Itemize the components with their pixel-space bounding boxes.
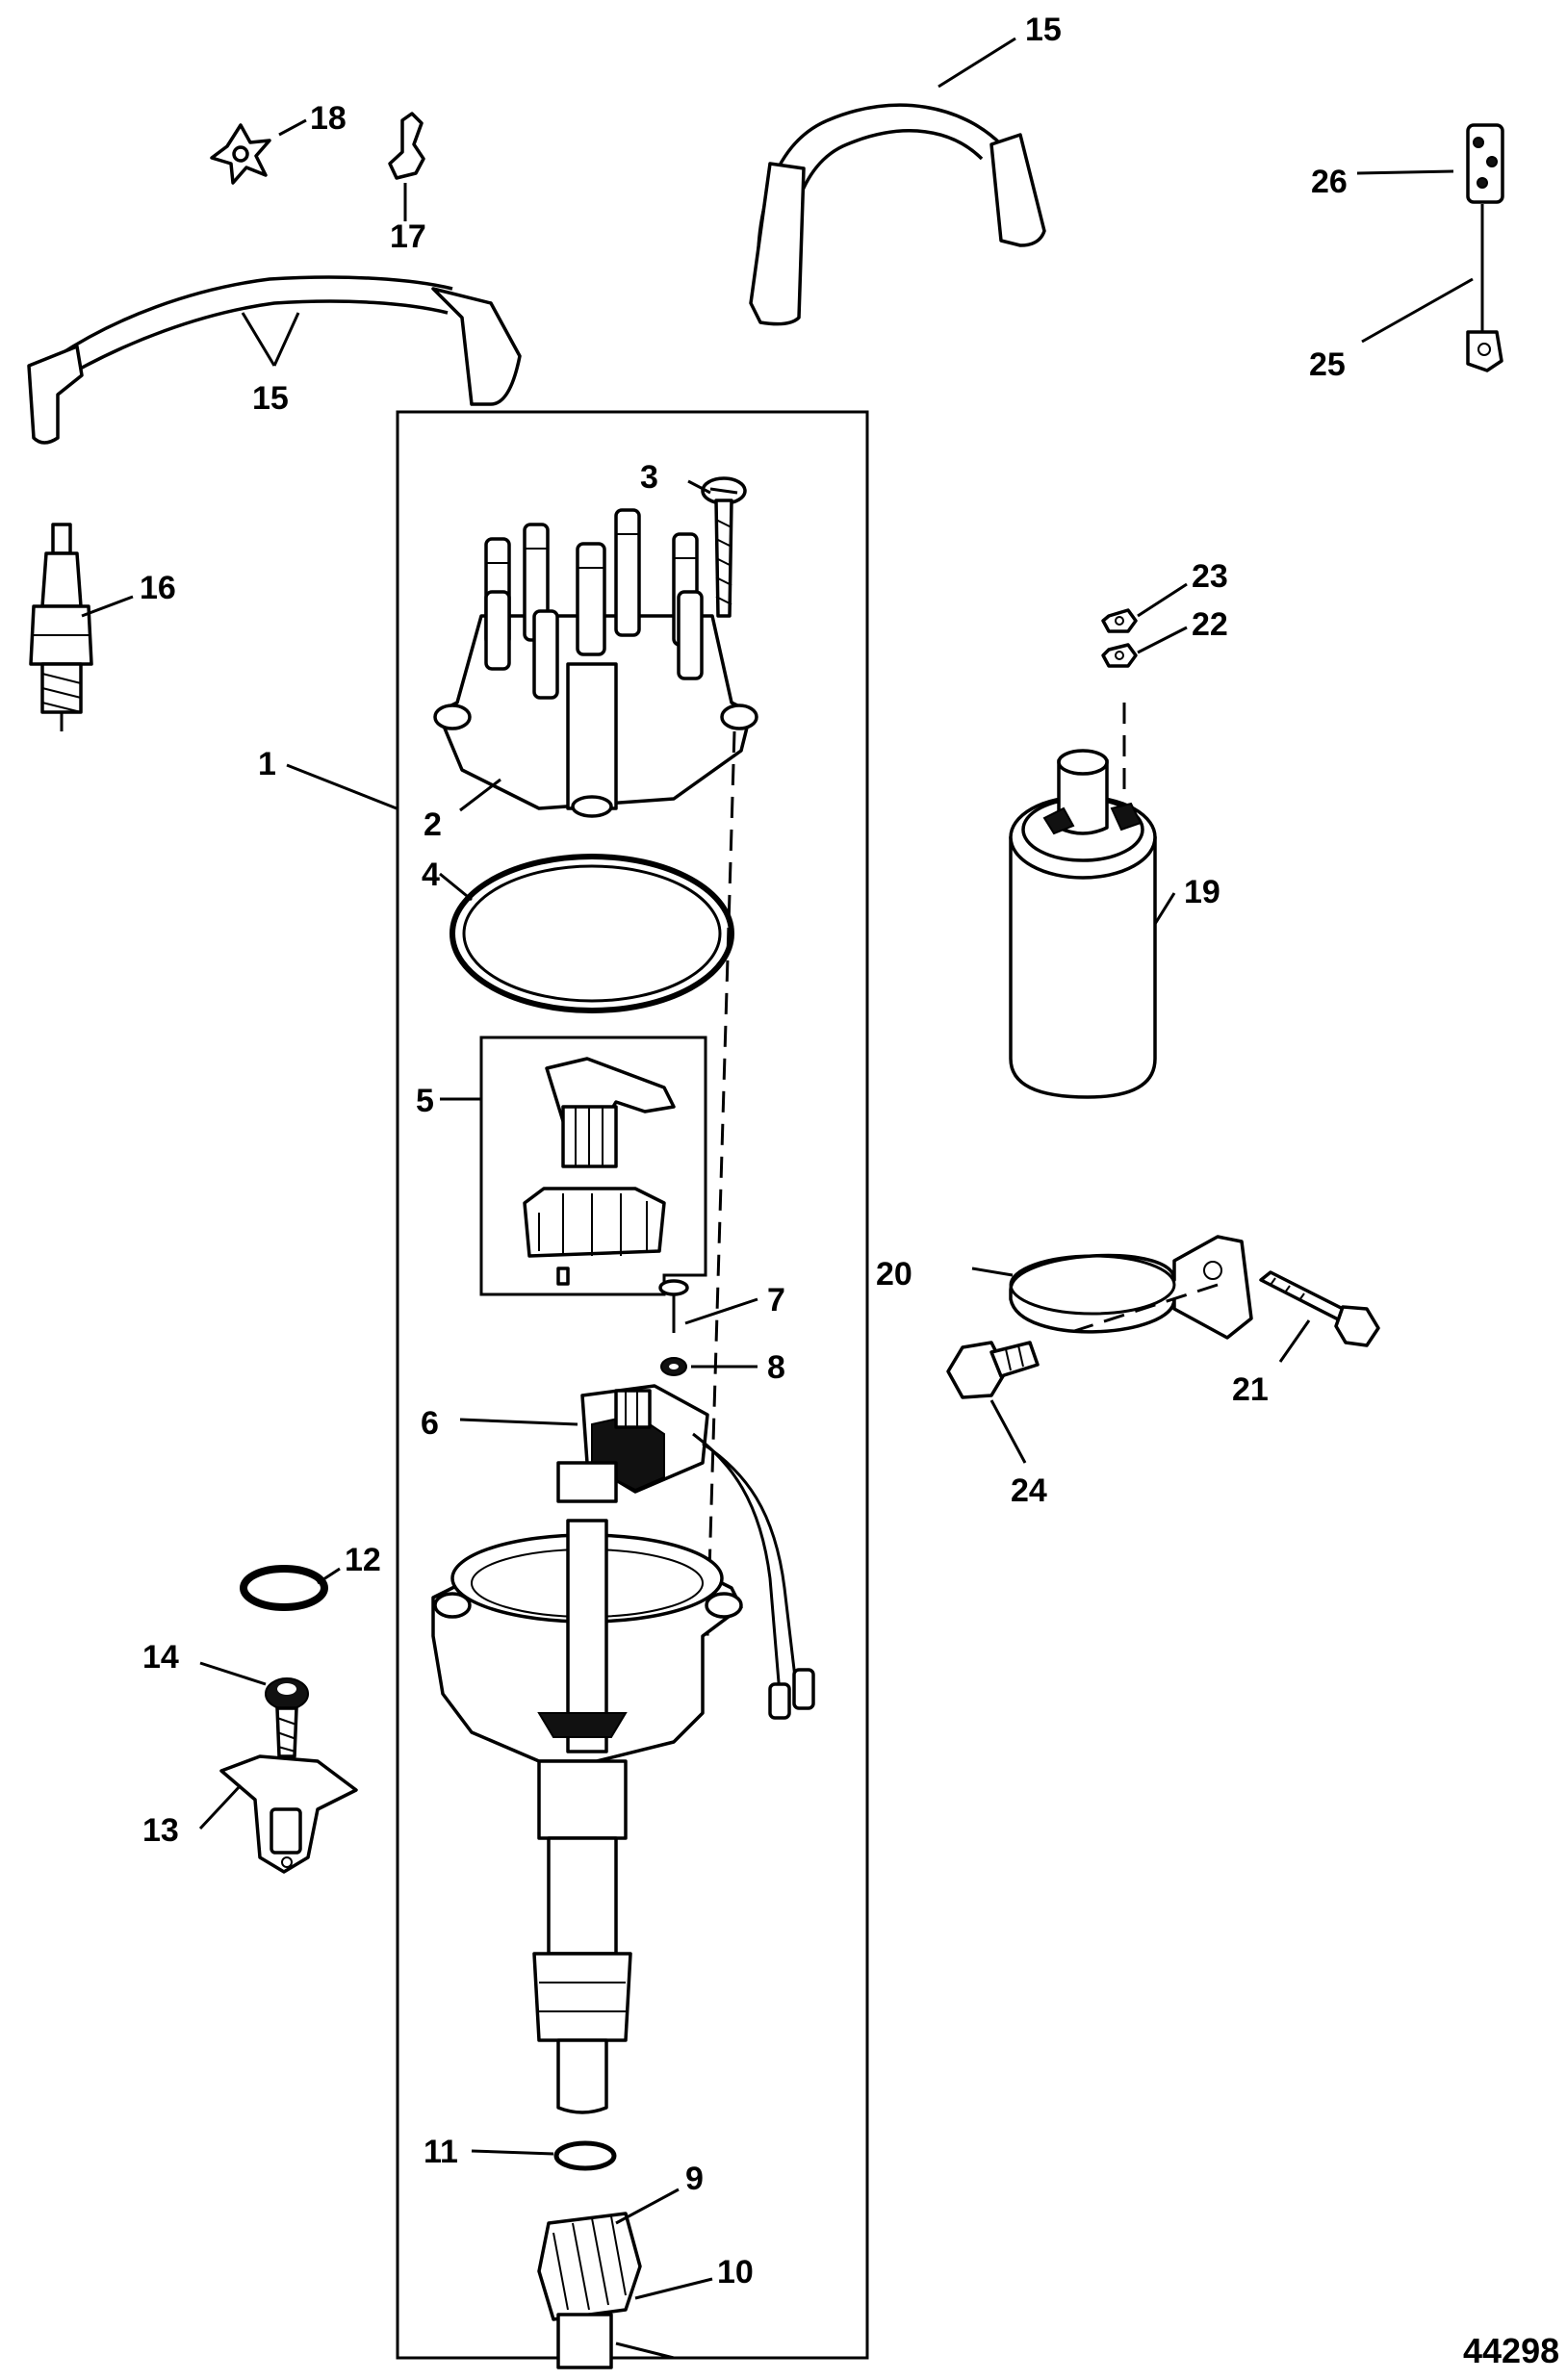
leader-lines (81, 37, 1474, 2300)
callout-21: 21 (1232, 1371, 1269, 1408)
module-screw (658, 1279, 689, 1333)
lock-washer (660, 1357, 687, 1376)
bracket-bolt (1259, 1270, 1380, 1347)
callout-25: 25 (1309, 346, 1346, 383)
callout-6: 6 (421, 1405, 439, 1442)
callout-9: 9 (685, 2161, 704, 2197)
callout-13: 13 (142, 1812, 179, 1849)
callout-22: 22 (1192, 606, 1228, 643)
cap-gasket (450, 854, 734, 1013)
callout-7: 7 (767, 1282, 785, 1318)
callout-3: 3 (640, 459, 658, 496)
thrust-washer (553, 2140, 617, 2171)
callout-18: 18 (310, 100, 347, 137)
distributor-cap (433, 508, 758, 818)
callout-10: 10 (717, 2254, 754, 2290)
callout-labels: 1 2 3 4 5 6 7 8 9 10 11 12 13 14 15 15 1… (140, 12, 1559, 2370)
callout-11: 11 (424, 2134, 458, 2170)
hold-down-clamp (219, 1754, 358, 1874)
distributor-assembly-box (396, 410, 869, 2360)
callout-26: 26 (1311, 164, 1348, 200)
spark-plug-wire-long (27, 275, 522, 445)
spark-plug-wire-arch (749, 103, 1046, 326)
callout-15-left: 15 (252, 380, 289, 417)
rotor-kit (479, 1036, 707, 1296)
alignment-line-cap (706, 730, 736, 1637)
callout-24: 24 (1011, 1472, 1047, 1509)
callout-23: 23 (1192, 558, 1228, 595)
callout-1: 1 (258, 746, 276, 782)
callout-15-top: 15 (1025, 12, 1062, 48)
coil-nut-upper (1101, 608, 1138, 633)
coil-bracket (1009, 1235, 1253, 1340)
callout-16: 16 (140, 570, 176, 606)
callout-14: 14 (142, 1639, 179, 1676)
distributor-housing (431, 1461, 743, 2114)
callout-8: 8 (767, 1349, 785, 1386)
retaining-clip (388, 112, 425, 180)
spark-plug (29, 523, 93, 731)
mounting-bolt (946, 1341, 1040, 1399)
callout-17: 17 (390, 218, 426, 255)
callout-19: 19 (1184, 874, 1220, 910)
callout-2: 2 (424, 806, 442, 843)
callout-12: 12 (345, 1542, 381, 1578)
callout-4: 4 (422, 857, 440, 893)
figure-number: 44298 (1463, 2331, 1559, 2370)
callout-20: 20 (876, 1256, 912, 1292)
gasket-washer (240, 1565, 328, 1611)
spring-clip-star (210, 123, 271, 185)
callout-5: 5 (416, 1083, 434, 1119)
drive-gear (537, 2212, 675, 2369)
coil-nut-lower (1101, 643, 1138, 668)
ground-strap (1466, 123, 1504, 372)
hold-down-bolt (265, 1677, 309, 1758)
ignition-coil (1009, 749, 1157, 1099)
cap-screw (701, 476, 747, 618)
